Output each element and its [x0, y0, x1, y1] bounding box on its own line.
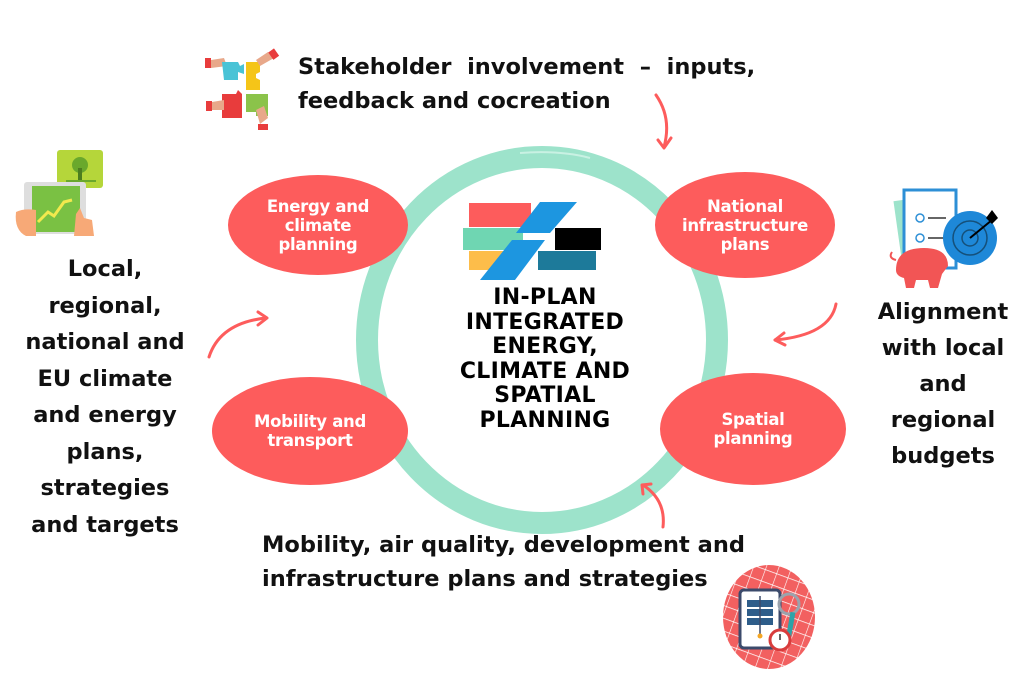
arrow-right — [773, 302, 838, 347]
node-label-line: plans — [720, 234, 770, 254]
input-label-line: and targets — [31, 511, 179, 538]
logo-bar-mint — [463, 228, 523, 250]
logo-bar-black — [555, 228, 601, 250]
input-label-line: and energy — [33, 402, 177, 428]
node-label-line: Spatial — [721, 410, 785, 429]
arrow-top — [654, 93, 673, 150]
center-title-line: INTEGRATED — [465, 309, 625, 335]
input-label-line: Local, — [67, 256, 143, 282]
input-mobility-infrastructure-plans: Mobility, air quality, development and i… — [262, 528, 745, 596]
input-label-line: budgets — [891, 443, 995, 469]
node-label-line: Energy and — [266, 196, 370, 216]
logo-bar-red — [469, 203, 531, 227]
logo-bar-teal — [538, 251, 596, 270]
input-label-line: infrastructure plans and strategies — [262, 566, 708, 592]
node-label-line: transport — [267, 431, 353, 450]
ring-highlight — [519, 151, 591, 159]
puzzle-hands-icon — [205, 48, 280, 130]
node-spatial-planning: Spatial planning — [660, 373, 846, 485]
input-stakeholder-involvement: Stakeholder involvement – inputs, feedba… — [298, 50, 755, 118]
input-label-line: plans, — [66, 438, 144, 465]
logo-slash-top — [516, 202, 577, 233]
logo-slash-bottom — [480, 240, 545, 280]
node-mobility-transport: Mobility and transport — [212, 377, 408, 485]
input-label-line: strategies — [40, 475, 170, 501]
input-label-line: with local — [881, 335, 1005, 361]
tablet-growth-icon — [15, 150, 103, 236]
node-label-line: planning — [278, 234, 358, 254]
city-map-icon — [723, 565, 815, 669]
node-label-line: planning — [713, 429, 793, 448]
input-label-line: regional, — [48, 292, 162, 319]
node-label-line: climate — [284, 215, 352, 235]
input-label-line: EU climate — [37, 365, 173, 392]
node-label-line: infrastructure — [682, 215, 808, 235]
input-label-line: Mobility, air quality, development and — [262, 532, 745, 558]
center-title-line: IN-PLAN — [493, 285, 597, 310]
arrow-left — [207, 310, 269, 359]
center-title-line: ENERGY, — [492, 334, 598, 359]
input-label-line: Stakeholder involvement – inputs, — [298, 54, 756, 80]
budget-target-icon — [889, 188, 998, 288]
input-label-line: national and — [25, 329, 185, 355]
center-title-line: CLIMATE AND — [459, 358, 631, 384]
center-title: IN-PLAN INTEGRATED ENERGY, CLIMATE AND S… — [445, 285, 645, 433]
input-label-line: and — [919, 371, 967, 397]
ring-stroke — [356, 146, 728, 534]
node-national-infrastructure-plans: National infrastructure plans — [655, 172, 835, 278]
input-budget-alignment: Alignment with local and regional budget… — [858, 294, 1028, 474]
in-plan-logo — [463, 202, 601, 280]
input-label-line: Alignment — [877, 299, 1009, 325]
input-label-line: feedback and cocreation — [298, 88, 611, 114]
input-climate-energy-plans: Local, regional, national and EU climate… — [0, 251, 210, 543]
arrow-bottom — [640, 482, 665, 529]
input-label-line: regional — [890, 407, 996, 433]
center-title-line: SPATIAL — [494, 383, 596, 408]
node-label-line: National — [707, 196, 783, 216]
node-energy-climate-planning: Energy and climate planning — [228, 175, 408, 275]
node-label-line: Mobility and — [253, 412, 366, 431]
center-title-line: PLANNING — [479, 407, 611, 433]
